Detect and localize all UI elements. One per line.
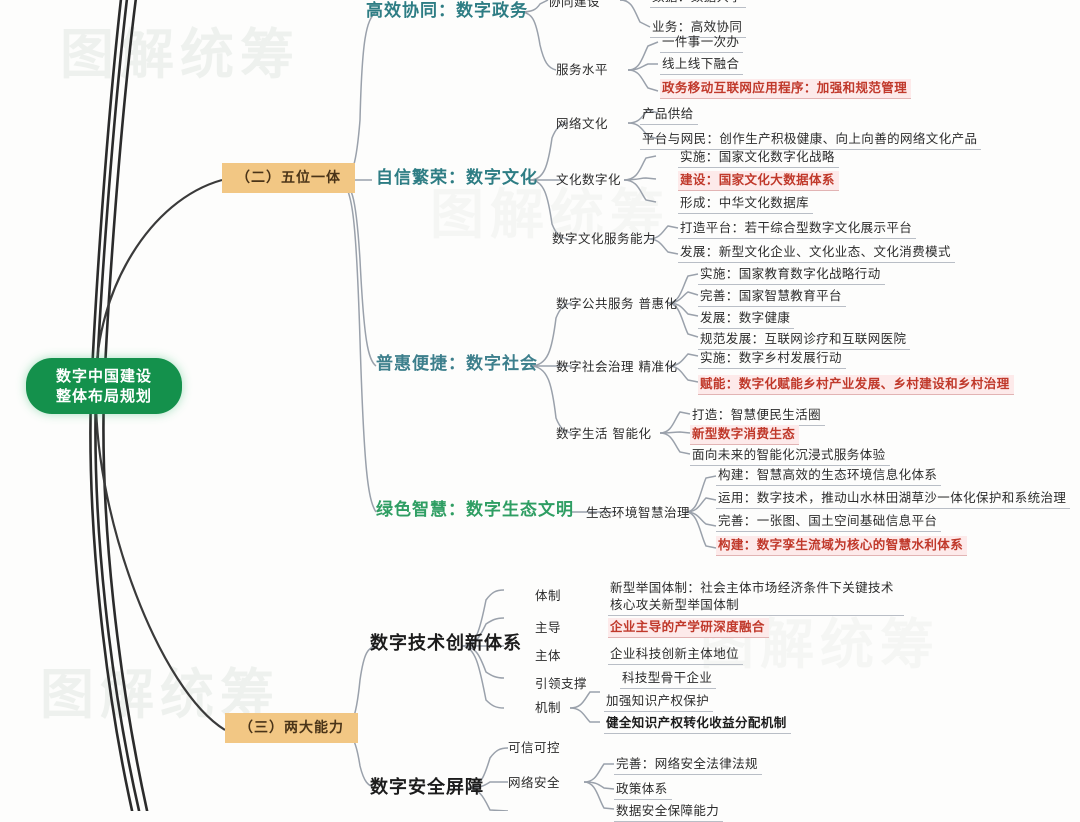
leaf-item[interactable]: 实施：国家教育数字化战略行动 [698, 265, 885, 285]
group-label-tizhi[interactable]: 体制 [535, 588, 562, 603]
leaf-item[interactable]: 打造：智慧便民生活圈 [690, 406, 826, 426]
group-label-zhuti[interactable]: 主体 [535, 648, 562, 663]
leaf-item[interactable]: 面向未来的智能化沉浸式服务体验 [690, 446, 890, 466]
group-label-zhudao[interactable]: 主导 [535, 620, 562, 635]
leaf-item[interactable]: 运用：数字技术，推动山水林田湖草沙一体化保护和系统治理 [716, 489, 1071, 509]
leaf-item-highlight[interactable]: 赋能：数字化赋能乡村产业发展、乡村建设和乡村治理 [698, 375, 1014, 395]
heading-digital-culture[interactable]: 自信繁荣：数字文化 [376, 168, 538, 188]
leaf-item[interactable]: 一件事一次办 [660, 33, 744, 53]
root-line-1: 数字中国建设 [55, 367, 152, 385]
group-label-gonggong-fuwu[interactable]: 数字公共服务 普惠化 [556, 296, 678, 311]
leaf-item[interactable]: 加强知识产权保护 [604, 692, 714, 712]
leaf-item-highlight[interactable]: 政务移动互联网应用程序：加强和规范管理 [660, 79, 912, 99]
leaf-item[interactable]: 政策体系 [614, 780, 672, 800]
watermark: 图解统筹 [60, 23, 300, 86]
leaf-item[interactable]: 产品供给 [640, 105, 698, 125]
leaf-item[interactable]: 平台与网民：创作生产积极健康、向上向善的网络文化产品 [640, 130, 982, 150]
heading-tech-innovation[interactable]: 数字技术创新体系 [370, 633, 522, 654]
leaf-item[interactable]: 数据：数据共享 [650, 0, 747, 8]
heading-digital-government[interactable]: 高效协同：数字政务 [366, 1, 528, 21]
category-liangdanengli[interactable]: （三）两大能力 [225, 713, 358, 743]
leaf-item[interactable]: 实施：数字乡村发展行动 [698, 349, 846, 369]
group-label-fuwu-shuiping[interactable]: 服务水平 [556, 62, 609, 77]
leaf-item[interactable]: 业务：高效协同 [650, 18, 747, 38]
leaf-item[interactable]: 发展：数字健康 [698, 309, 795, 329]
leaf-item[interactable]: 规范发展：互联网诊疗和互联网医院 [698, 330, 911, 350]
leaf-item[interactable]: 完善：一张图、国土空间基础信息平台 [716, 512, 942, 532]
leaf-item[interactable]: 打造平台：若干综合型数字文化展示平台 [678, 219, 917, 239]
group-label-shehui-zhili[interactable]: 数字社会治理 精准化 [556, 359, 678, 374]
leaf-item[interactable]: 企业科技创新主体地位 [608, 645, 744, 665]
heading-digital-ecology[interactable]: 绿色智慧：数字生态文明 [376, 500, 574, 520]
group-label-kexin-kekong[interactable]: 可信可控 [508, 740, 561, 755]
heading-security-barrier[interactable]: 数字安全屏障 [370, 777, 484, 798]
leaf-item[interactable]: 新型举国体制：社会主体市场经济条件下关键技术核心攻关新型举国体制 [608, 578, 904, 616]
leaf-item[interactable]: 构建：智慧高效的生态环境信息化体系 [716, 466, 942, 486]
leaf-item[interactable]: 数据安全保障能力 [614, 802, 724, 822]
leaf-item[interactable]: 完善：网络安全法律法规 [614, 755, 762, 775]
group-label-shengtai-zhili[interactable]: 生态环境智慧治理 [586, 505, 691, 520]
root-node[interactable]: 数字中国建设 整体布局规划 [26, 358, 182, 414]
leaf-item-highlight[interactable]: 构建：数字孪生流域为核心的智慧水利体系 [716, 536, 968, 556]
leaf-item-highlight[interactable]: 企业主导的产学研深度融合 [608, 618, 769, 638]
leaf-item[interactable]: 线上线下融合 [660, 55, 744, 75]
leaf-item[interactable]: 形成：中华文化数据库 [678, 194, 814, 214]
leaf-item[interactable]: 科技型骨干企业 [620, 669, 717, 689]
group-label-wenhua-fuwu-nengli[interactable]: 数字文化服务能力 [552, 231, 657, 246]
category-wuweiyiti[interactable]: （二）五位一体 [222, 163, 355, 193]
group-label-shuzi-shenghuo[interactable]: 数字生活 智能化 [556, 426, 652, 441]
group-label-wenhua-shuzihua[interactable]: 文化数字化 [556, 172, 622, 187]
leaf-item-highlight[interactable]: 建设：国家文化大数据体系 [678, 171, 839, 191]
leaf-item[interactable]: 健全知识产权转化收益分配机制 [604, 714, 791, 734]
group-label-wangluo-wenhua[interactable]: 网络文化 [556, 116, 609, 131]
leaf-item[interactable]: 发展：新型文化企业、文化业态、文化消费模式 [678, 243, 955, 263]
group-label-yinling-zhicheng[interactable]: 引领支撑 [535, 676, 588, 691]
group-label-jizhi[interactable]: 机制 [535, 700, 562, 715]
leaf-item[interactable]: 实施：国家文化数字化战略 [678, 148, 839, 168]
leaf-item[interactable]: 完善：国家智慧教育平台 [698, 287, 846, 307]
heading-digital-society[interactable]: 普惠便捷：数字社会 [376, 354, 538, 374]
group-label-wangluo-anquan[interactable]: 网络安全 [508, 775, 561, 790]
root-line-2: 整体布局规划 [55, 387, 152, 405]
group-label-xietong-jianshe[interactable]: 协同建设 [548, 0, 601, 9]
leaf-item-highlight[interactable]: 新型数字消费生态 [690, 425, 800, 445]
